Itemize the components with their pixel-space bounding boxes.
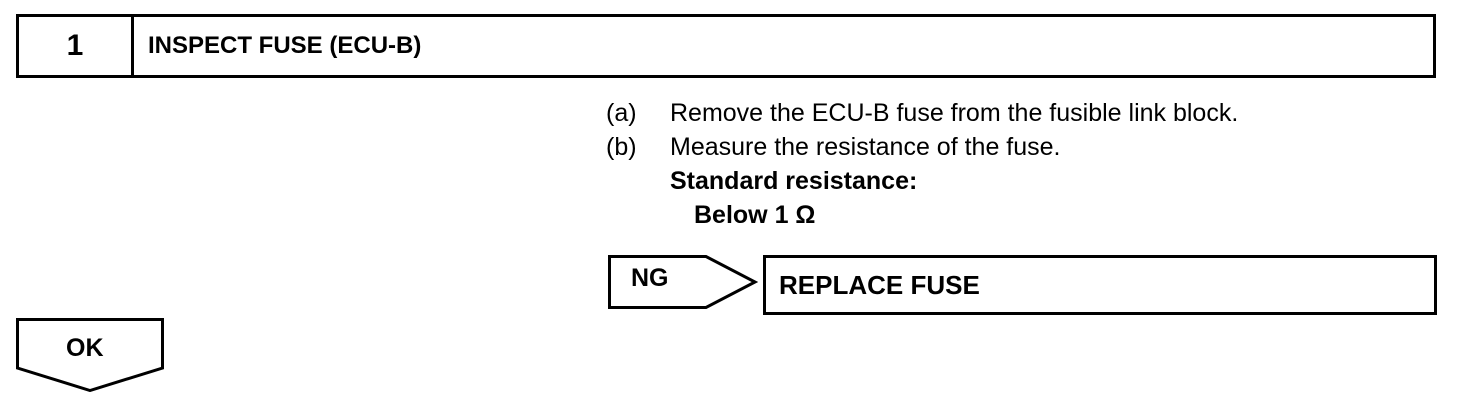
ok-arrow-icon [16,318,164,392]
instruction-letter: (a) [606,99,637,127]
ng-label: NG [631,264,669,292]
instruction-a: (a) Remove the ECU-B fuse from the fusib… [606,96,1238,130]
replace-fuse-box: REPLACE FUSE [763,255,1437,315]
instruction-b: (b) Measure the resistance of the fuse. [606,130,1238,164]
instruction-letter: (b) [606,133,637,161]
replace-fuse-text: REPLACE FUSE [779,269,980,300]
instructions: (a) Remove the ECU-B fuse from the fusib… [606,96,1238,232]
standard-value: Below 1 Ω [694,201,816,229]
step-title: INSPECT FUSE (ECU-B) [148,32,422,59]
instruction-text: Remove the ECU-B fuse from the fusible l… [670,99,1239,127]
step-number: 1 [19,17,134,75]
ok-label: OK [66,334,104,362]
instruction-text: Measure the resistance of the fuse. [670,133,1061,161]
ng-arrow-icon [608,255,758,309]
standard-label: Standard resistance: [670,167,918,195]
step-header: 1 INSPECT FUSE (ECU-B) [16,14,1436,78]
